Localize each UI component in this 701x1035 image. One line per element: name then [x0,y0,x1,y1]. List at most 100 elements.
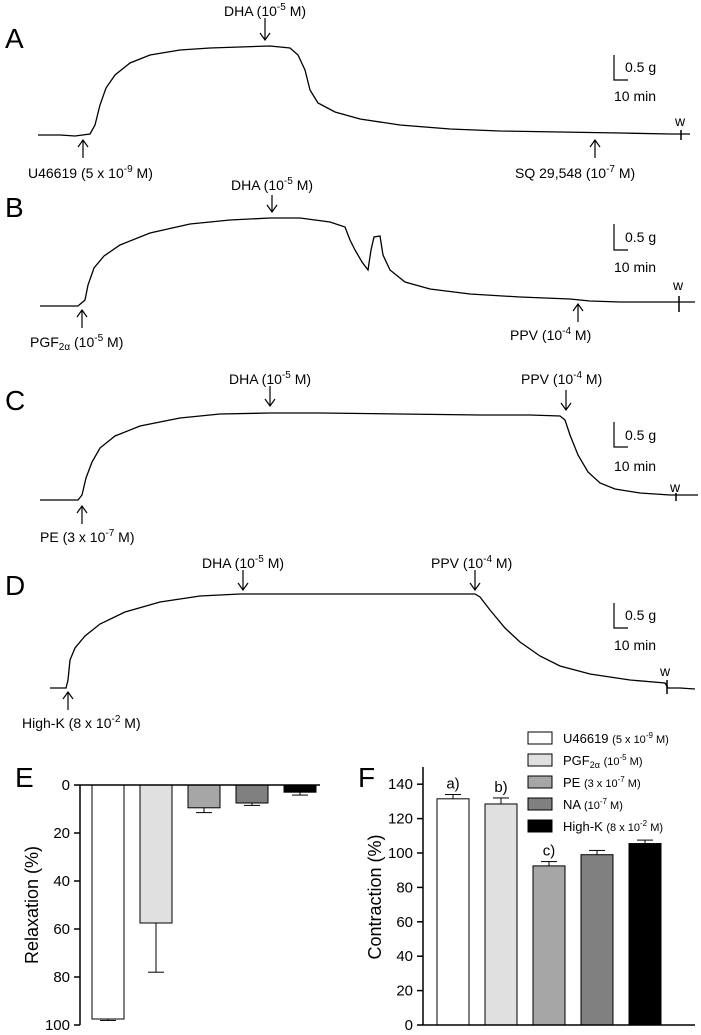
f-ytick-label-2: 40 [396,948,413,965]
start-label-d: High-K (8 x 10-2 M) [22,714,141,731]
start-label-c: PE (3 x 10-7 M) [40,528,135,545]
f-ytick-label-3: 60 [396,914,413,931]
panel-c: C DHA (10-5 M) PPV (10-4 M) PE (3 x 10-7… [5,370,698,545]
drug-label-d: DHA (10-5 M) [202,554,284,571]
f-annotation-1: b) [494,779,507,796]
f-ytick-label-4: 80 [396,879,413,896]
start-label-a: U46619 (5 x 10-9 M) [28,164,153,181]
drug-label-a: DHA (10-5 M) [224,2,306,19]
end-arrow-c [560,390,572,412]
e-ytick-label-3: 60 [53,921,70,938]
e-ylabel: Relaxation (%) [22,846,42,964]
scale-bar-c [613,422,628,448]
f-ytick-label-6: 120 [388,811,413,828]
trace-b [40,217,695,307]
end-label-b: PPV (10-4 M) [510,326,591,343]
e-bar-3 [235,784,269,804]
scale-force-a: 0.5 g [625,59,656,75]
panel-letter-b: B [5,192,24,223]
panel-letter-d: D [5,570,25,601]
panel-letter-c: C [5,385,25,416]
f-bar-2 [532,865,566,1026]
f-bar-4 [628,843,662,1026]
f-annotation-0: a) [446,776,459,793]
f-legend-label-0: U46619 (5 x 10-9 M) [563,731,669,746]
e-ytick-label-1: 20 [53,825,70,842]
washout-label-a: w [674,113,686,129]
scale-time-d: 10 min [614,637,656,653]
e-ytick-label-0: 0 [62,777,70,794]
f-legend: U46619 (5 x 10-9 M) PGF2α (10-5 M) PE (3 x… [527,731,669,834]
drug-arrow-d [237,570,249,592]
drug-label-c: DHA (10-5 M) [229,370,311,387]
panel-letter-a: A [5,23,24,54]
f-bar-3 [580,854,614,1026]
scale-time-b: 10 min [614,259,656,275]
start-arrow-a [77,138,89,158]
panel-letter-f: F [358,762,375,793]
scale-bar-a [613,55,628,81]
scale-bar-d [613,603,628,629]
panel-a: A DHA (10-5 M) U46619 (5 x 10-9 M) SQ 29… [5,2,690,181]
f-legend-label-3: NA (10-7 M) [563,797,623,812]
trace-d [50,593,696,690]
panel-letter-e: E [15,762,34,793]
start-label-b: PGF2α (10-5 M) [30,333,123,353]
scale-time-a: 10 min [614,88,656,104]
f-legend-swatch-2 [527,775,553,789]
f-legend-swatch-1 [527,753,553,767]
panel-d: D DHA (10-5 M) PPV (10-4 M) High-K (8 x … [5,554,696,731]
f-legend-label-2: PE (3 x 10-7 M) [563,775,641,790]
f-yaxis-ticks: 0 20 40 60 80 100 120 140 [388,776,423,1034]
scale-force-c: 0.5 g [625,427,656,443]
f-legend-swatch-4 [527,819,553,833]
f-legend-swatch-0 [527,731,553,745]
washout-label-c: w [669,479,681,495]
f-bars: a)b)c) [436,776,662,1026]
drug-arrow-c [264,386,276,408]
end-arrow-a [589,138,601,158]
e-yaxis-ticks: 0 20 40 60 80 100 [45,777,80,1034]
f-legend-swatch-3 [527,797,553,811]
end-arrow-b [572,302,584,322]
f-ytick-label-7: 140 [388,776,413,793]
e-bar-1 [139,784,173,924]
e-bars [91,784,317,1021]
f-ytick-label-1: 20 [396,983,413,1000]
scale-force-b: 0.5 g [625,229,656,245]
drug-label-b: DHA (10-5 M) [231,176,313,193]
scale-bar-b [613,224,628,251]
start-arrow-d [62,690,74,710]
drug-arrow-b [266,195,278,214]
f-ytick-label-0: 0 [405,1017,413,1034]
f-legend-label-1: PGF2α (10-5 M) [563,753,643,770]
trace-c [40,412,698,501]
e-bar-0 [91,784,125,1020]
f-bar-0 [436,798,470,1026]
scale-time-c: 10 min [614,458,656,474]
e-ytick-label-4: 80 [53,969,70,986]
start-arrow-c [76,504,88,524]
scale-force-d: 0.5 g [625,607,656,623]
e-ytick-label-5: 100 [45,1017,70,1034]
e-ytick-label-2: 40 [53,873,70,890]
trace-a [38,45,690,137]
panel-b: B DHA (10-5 M) PGF2α (10-5 M) PPV (10-4 … [5,176,695,353]
f-ytick-label-5: 100 [388,845,413,862]
end-arrow-d [469,570,481,592]
panel-e: E 0 20 40 60 80 100 Relaxation (%) [15,762,320,1034]
washout-label-d: w [659,663,671,679]
f-ylabel: Contraction (%) [365,834,385,959]
f-legend-label-4: High-K (8 x 10-2 M) [563,819,663,834]
drug-arrow-a [259,18,271,42]
e-bar-4 [283,784,317,793]
end-label-d: PPV (10-4 M) [431,554,512,571]
end-label-c: PPV (10-4 M) [521,370,602,387]
washout-label-b: w [672,277,684,293]
start-arrow-b [76,308,88,328]
e-bar-2 [187,784,221,809]
end-label-a: SQ 29,548 (10-7 M) [515,164,635,181]
f-bar-1 [484,803,518,1026]
